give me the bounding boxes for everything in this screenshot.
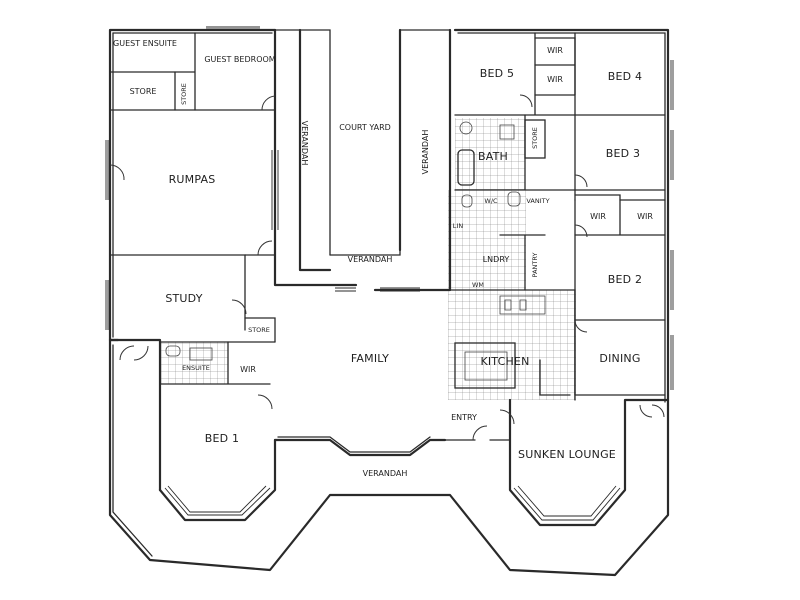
label-dining: DINING [599, 352, 640, 365]
label-wm: WM [472, 281, 484, 289]
label-bed1: BED 1 [205, 432, 239, 445]
label-store-study: STORE [248, 326, 270, 334]
label-linen: LIN [453, 222, 464, 230]
room-labels: GUEST ENSUITE GUEST BEDROOM STORE STORE … [113, 39, 653, 478]
label-wir-bed3-right: WIR [637, 212, 653, 221]
label-bed5: BED 5 [480, 67, 514, 80]
label-wir-bed3-left: WIR [590, 212, 606, 221]
kitchen-tiles [448, 290, 576, 400]
label-store-bath: STORE [531, 127, 539, 149]
laundry-tiles [448, 190, 526, 290]
label-verandah-middle: VERANDAH [348, 255, 393, 264]
label-verandah-right: VERANDAH [421, 130, 430, 175]
label-kitchen: KITCHEN [480, 355, 529, 368]
label-study: STUDY [165, 292, 202, 305]
label-sunken-lounge: SUNKEN LOUNGE [518, 448, 616, 461]
label-pantry: PANTRY [531, 253, 539, 278]
label-guest-ensuite: GUEST ENSUITE [113, 39, 177, 48]
kitchen-island [454, 342, 516, 389]
label-wir-top: WIR [547, 46, 563, 55]
label-bed2: BED 2 [608, 273, 642, 286]
right-wing-walls [447, 32, 666, 401]
label-store-guest: STORE [130, 87, 157, 96]
label-verandah-bottom: VERANDAH [363, 469, 408, 478]
label-bed3: BED 3 [606, 147, 640, 160]
label-entry: ENTRY [451, 413, 477, 422]
left-wing-walls [108, 32, 276, 492]
label-laundry: LNDRY [483, 255, 510, 264]
label-wc: W/C [484, 197, 498, 205]
family-south-wall [273, 438, 447, 457]
label-vanity: VANITY [526, 197, 549, 205]
ensuite-tiles [160, 342, 228, 384]
door-swings [109, 94, 665, 441]
label-bath: BATH [478, 150, 508, 163]
label-store-small: STORE [180, 83, 188, 105]
label-bed4: BED 4 [608, 70, 642, 83]
label-court-yard: COURT YARD [339, 123, 391, 132]
label-rumpus: RUMPAS [169, 173, 216, 186]
windows [105, 26, 674, 390]
bed1-bay [158, 438, 277, 522]
label-ensuite: ENSUITE [182, 364, 210, 372]
sunken-lounge-bay [508, 398, 670, 527]
label-verandah-left: VERANDAH [300, 121, 309, 166]
bath-tiles [455, 118, 525, 190]
label-wir-bed5: WIR [547, 75, 563, 84]
bathtub [457, 149, 475, 186]
label-guest-bedroom: GUEST BEDROOM [204, 55, 275, 64]
label-family: FAMILY [351, 352, 389, 365]
label-wir-bed1: WIR [240, 365, 256, 374]
